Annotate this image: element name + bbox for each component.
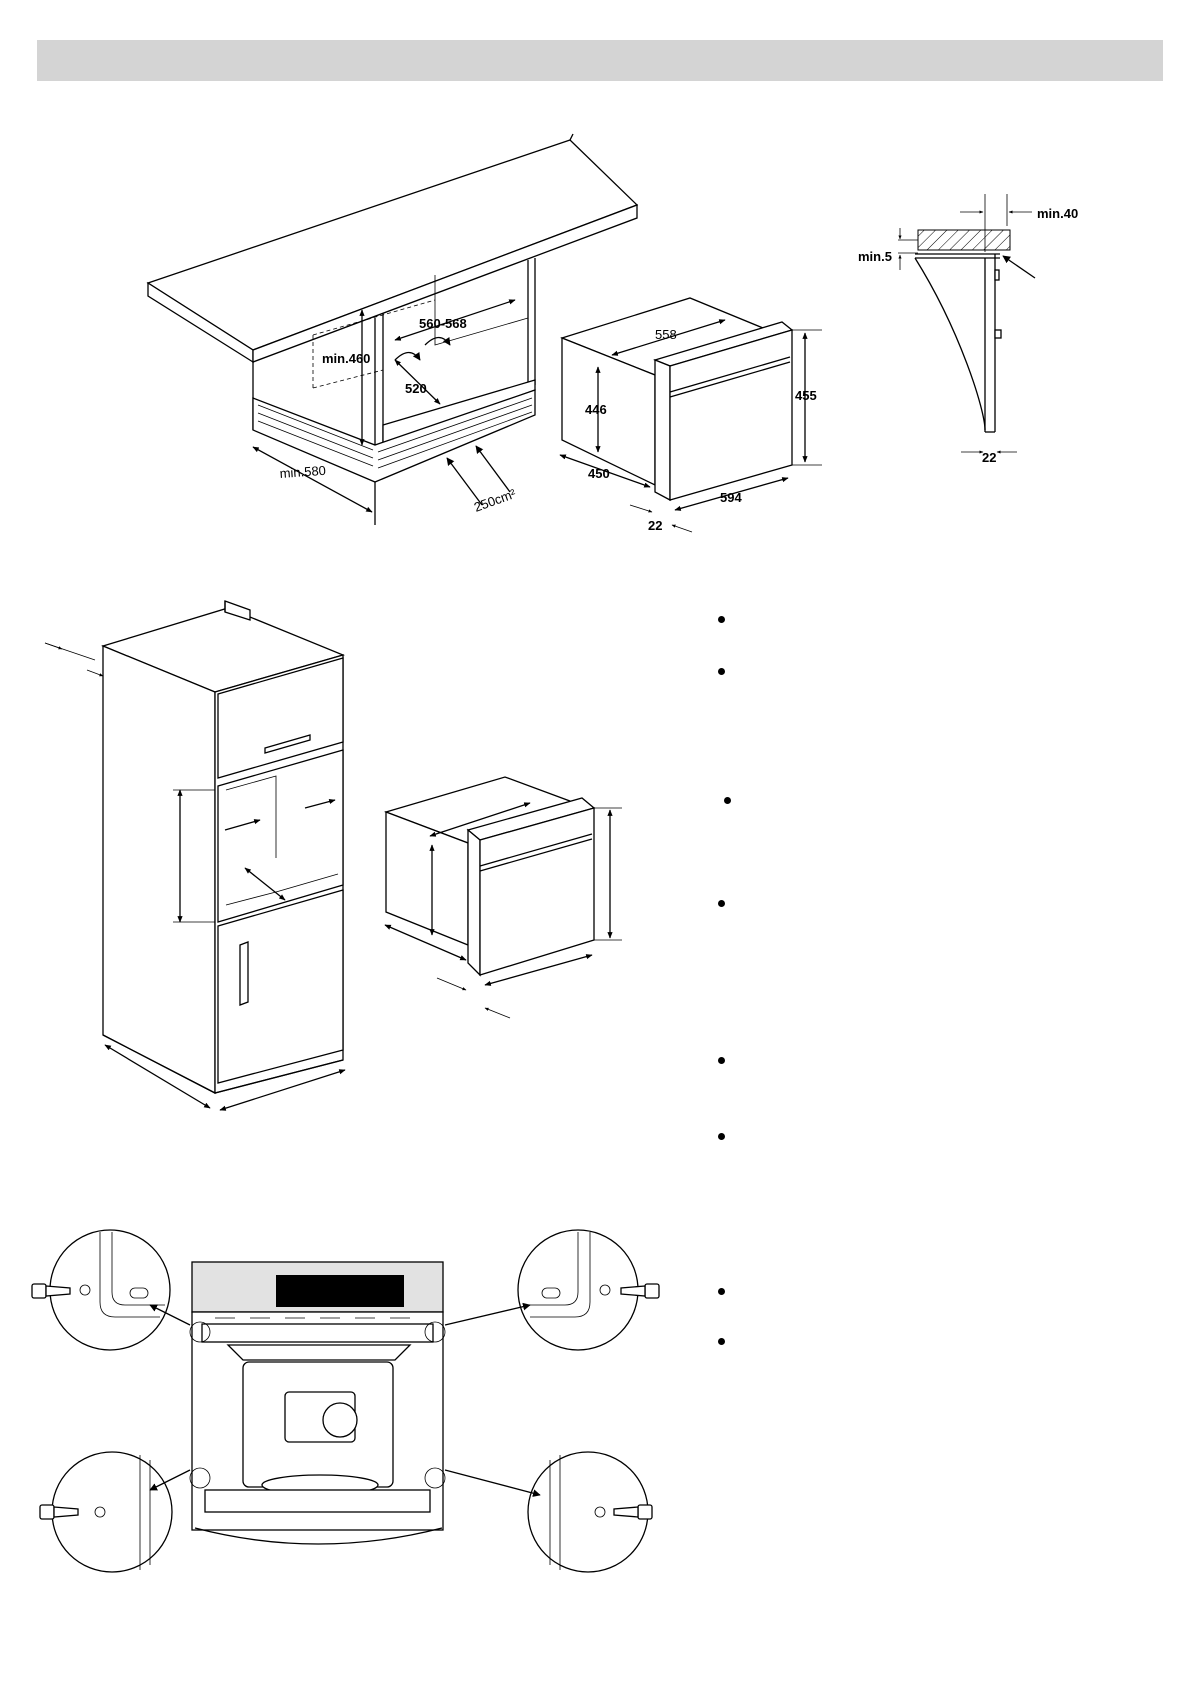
min-gap-label: min.5 [858,249,892,264]
bullet-1 [718,616,725,623]
body-height-label: 446 [585,402,607,417]
display-window [276,1275,404,1307]
min-height-label: min.460 [322,351,370,366]
bullet-3 [724,797,731,804]
side-section-drawing: min.40 min.5 22 [858,194,1078,465]
front-height-label: 455 [795,388,817,403]
bullet-7 [718,1288,725,1295]
header-bar [37,40,1163,81]
screw-mounting-drawing [31,1229,660,1573]
bullet-5 [718,1057,725,1064]
body-depth-label: 450 [588,466,610,481]
front-width-label: 594 [720,490,742,505]
bullet-6 [718,1133,725,1140]
bullet-8 [718,1338,725,1345]
vent-area-label: 250cm² [472,486,518,515]
screw-icon [613,1504,653,1520]
screw-icon [31,1283,71,1299]
min-top-gap-label: min.40 [1037,206,1078,221]
front-thickness-label: 22 [648,518,662,533]
niche-width-label: 560-568 [419,316,467,331]
screw-icon [620,1283,660,1299]
bullet-2 [718,668,725,675]
appliance-outline-drawing [383,776,622,1019]
tall-cabinet-drawing [44,600,346,1111]
depth-label: 520 [405,381,427,396]
screw-icon [39,1504,79,1520]
undercounter-niche-drawing: 560-568 min.460 520 min.580 250cm² [146,133,639,525]
min-depth-label: min.580 [279,463,326,481]
appliance-dimension-drawing: 558 446 455 450 594 22 [559,297,822,533]
inner-width-label: 558 [655,327,677,342]
side-front-thickness-label: 22 [982,450,996,465]
bullet-4 [718,900,725,907]
